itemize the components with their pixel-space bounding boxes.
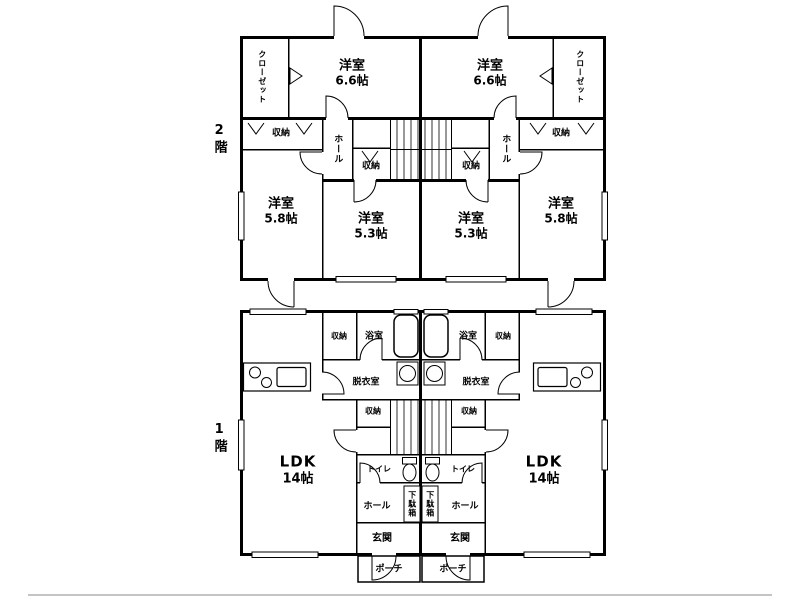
floor1-windows <box>238 308 608 558</box>
folding-closet-door-icons-2f <box>289 67 553 85</box>
label-porch-right: ポーチ <box>439 564 467 575</box>
room-name: 洋室 <box>338 58 366 74</box>
room-size: 5.8帖 <box>264 211 298 226</box>
label-bathroom-right: 浴室 <box>458 331 478 342</box>
shoebox-cabinets <box>403 485 439 523</box>
room-size: 5.3帖 <box>454 226 488 241</box>
room-size: 5.3帖 <box>354 226 388 241</box>
room-name: 洋室 <box>457 211 485 227</box>
label-closet-right: クローゼット <box>575 50 585 104</box>
label-entrance-right: 玄関 <box>450 533 470 545</box>
label-shoebox-left: 下駄箱 <box>407 490 417 518</box>
toilet-left-icon <box>402 457 417 482</box>
washing-machine-left-icon <box>396 361 419 386</box>
floor1-label: 1階 <box>211 422 227 454</box>
room-label-western-6-6-left: 洋室 6.6帖 <box>335 58 368 87</box>
stairs-2f-icon <box>396 120 447 179</box>
room-name: 洋室 <box>476 58 504 74</box>
toilet-right-icon <box>425 457 440 482</box>
room-name: 洋室 <box>547 196 575 212</box>
label-storage-top-right-1f: 収納 <box>495 331 511 341</box>
label-storage-left-2f: 収納 <box>271 128 291 139</box>
bathtub-left-icon <box>393 314 419 358</box>
room-size: 6.6帖 <box>473 73 507 88</box>
label-toilet-left: トイレ <box>367 464 391 474</box>
label-hall-left-2f: ホール <box>332 134 343 164</box>
floor2-door-openings <box>268 35 574 282</box>
room-name: LDK <box>279 452 317 471</box>
room-label-western-6-6-right: 洋室 6.6帖 <box>473 58 506 87</box>
label-porch-left: ポーチ <box>375 564 403 575</box>
baseline-gray-rule <box>28 594 772 596</box>
label-shoebox-right: 下駄箱 <box>425 490 435 518</box>
stairs-1f-icon <box>396 400 447 455</box>
floor2-label: 2階 <box>211 123 227 155</box>
floor2-door-swings <box>267 5 575 308</box>
porch-outlines <box>357 555 485 583</box>
room-size: 6.6帖 <box>335 73 369 88</box>
label-hall-left-1f: ホール <box>363 501 391 512</box>
label-bathroom-left: 浴室 <box>364 331 384 342</box>
label-entrance-left: 玄関 <box>372 533 392 545</box>
label-storage-small-right-2f: 収納 <box>461 161 481 172</box>
room-label-ldk-left: LDK 14帖 <box>280 453 317 486</box>
kitchen-left-icon <box>242 362 312 392</box>
room-name: 洋室 <box>267 196 295 212</box>
label-storage-right-2f: 収納 <box>551 128 571 139</box>
label-storage-mid-right-1f: 収納 <box>461 406 477 416</box>
label-storage-small-left-2f: 収納 <box>361 161 381 172</box>
room-label-western-5-3-right: 洋室 5.3帖 <box>454 211 487 240</box>
room-label-ldk-right: LDK 14帖 <box>526 453 563 486</box>
room-label-western-5-8-left: 洋室 5.8帖 <box>264 196 297 225</box>
label-storage-top-left-1f: 収納 <box>331 331 347 341</box>
room-size: 14帖 <box>282 471 314 487</box>
floor1-door-openings <box>321 358 521 557</box>
bathtub-right-icon <box>423 314 449 358</box>
label-hall-right-1f: ホール <box>451 501 479 512</box>
room-name: LDK <box>525 452 563 471</box>
label-toilet-right: トイレ <box>451 464 475 474</box>
room-label-western-5-3-left: 洋室 5.3帖 <box>354 211 387 240</box>
room-label-western-5-8-right: 洋室 5.8帖 <box>544 196 577 225</box>
label-storage-mid-left-1f: 収納 <box>365 406 381 416</box>
label-dressing-room-right: 脱衣室 <box>462 377 490 388</box>
floor2-windows <box>238 191 608 283</box>
label-dressing-room-left: 脱衣室 <box>352 377 380 388</box>
room-name: 洋室 <box>357 211 385 227</box>
room-size: 5.8帖 <box>544 211 578 226</box>
label-closet-left: クローゼット <box>257 50 267 104</box>
kitchen-right-icon <box>532 362 602 392</box>
label-hall-right-2f: ホール <box>500 134 511 164</box>
washing-machine-right-icon <box>423 361 446 386</box>
floor1-fixtures <box>242 314 602 482</box>
room-size: 14帖 <box>528 471 560 487</box>
floor1-door-swings <box>321 337 521 581</box>
closet-hanger-icons-2f <box>247 122 595 163</box>
